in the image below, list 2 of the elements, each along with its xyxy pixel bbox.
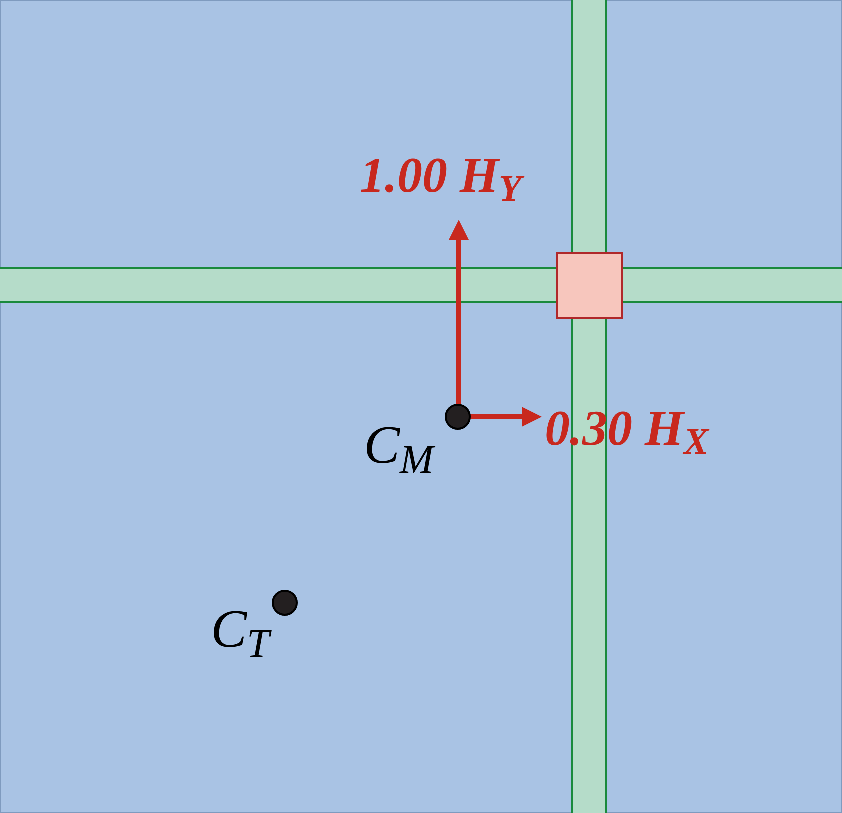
point-label: C$_{M}$ [364,418,434,472]
point-label: C$_{T}$ [211,602,270,656]
